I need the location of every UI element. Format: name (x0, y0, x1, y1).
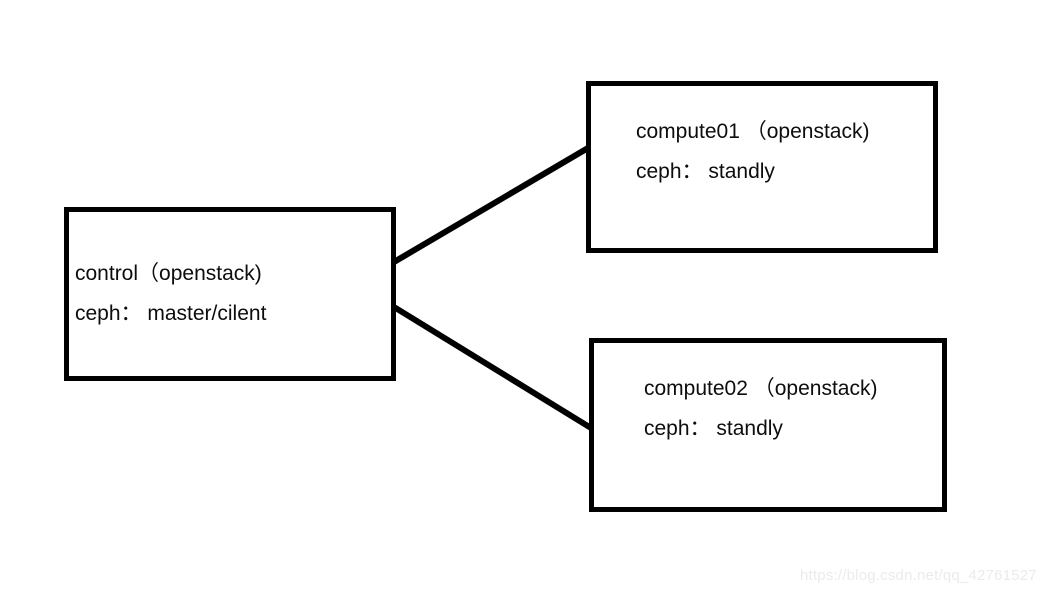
node-compute02-line-2: ceph： standly (644, 417, 783, 440)
node-control-line-2: ceph： master/cilent (75, 302, 267, 325)
node-compute01-line-2: ceph： standly (636, 160, 775, 183)
node-compute01[interactable]: compute01 （openstack) ceph： standly (586, 81, 938, 253)
node-control[interactable]: control（openstack) ceph： master/cilent (64, 207, 396, 381)
connector-control-to-compute02 (392, 304, 593, 431)
node-compute02[interactable]: compute02 （openstack) ceph： standly (589, 338, 947, 512)
node-control-line-1: control（openstack) (75, 262, 262, 285)
watermark-text: https://blog.csdn.net/qq_42761527 (800, 567, 1037, 584)
node-compute01-line-1: compute01 （openstack) (636, 120, 870, 143)
node-compute02-line-1: compute02 （openstack) (644, 377, 878, 400)
connector-control-to-compute01 (392, 145, 590, 265)
